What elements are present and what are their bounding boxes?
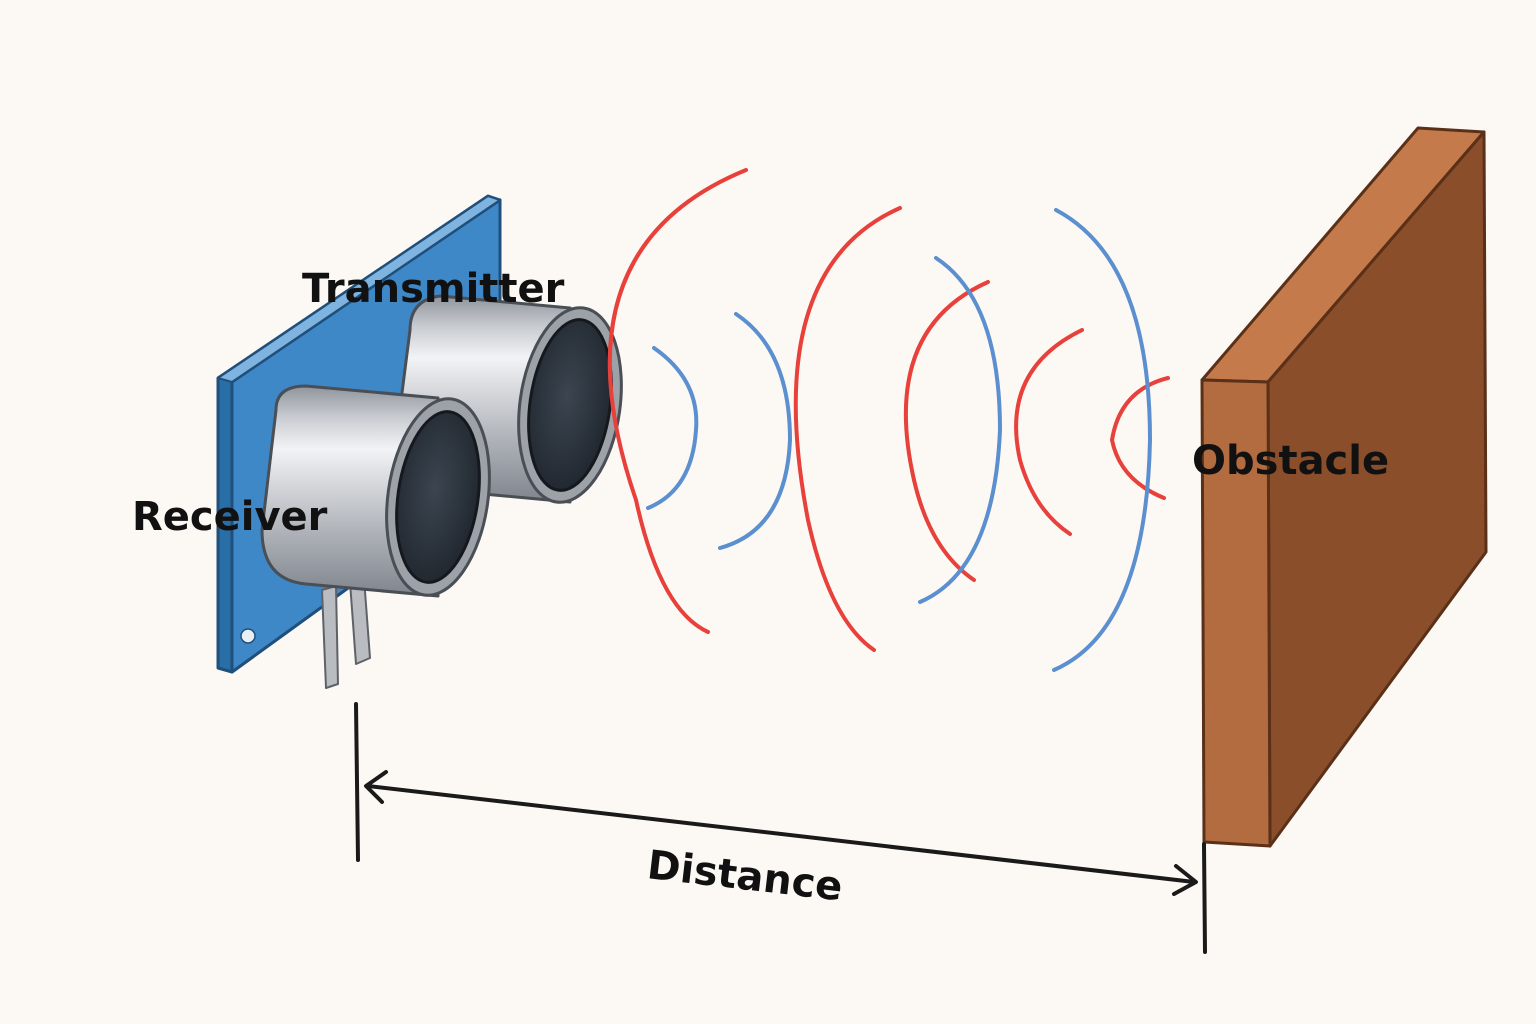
distance-indicator — [354, 702, 1207, 954]
reflected-wave-1 — [646, 346, 699, 510]
mounting-hole — [240, 628, 256, 644]
reflected-wave-2 — [718, 312, 793, 550]
receiver-cylinder — [260, 384, 491, 598]
distance-left-tick — [354, 702, 360, 862]
distance-arrow-line — [366, 784, 1196, 884]
reflected-waves — [646, 208, 1153, 672]
ultrasonic-sensor — [216, 194, 623, 689]
distance-arrowhead-right — [1172, 864, 1198, 896]
obstacle-block — [1200, 126, 1488, 848]
obstacle-label: Obstacle — [1192, 438, 1389, 484]
emitted-wave-1 — [607, 168, 748, 634]
distance-right-tick — [1202, 842, 1207, 954]
distance-arrowhead-left — [364, 770, 388, 804]
receiver-label: Receiver — [132, 494, 328, 540]
reflected-wave-3 — [918, 256, 1003, 604]
emitted-wave-2 — [793, 206, 902, 652]
emitted-waves — [607, 168, 1170, 652]
sensor-pins — [321, 577, 371, 689]
transmitter-label: Transmitter — [302, 266, 565, 312]
reflected-wave-4 — [1052, 208, 1153, 672]
emitted-wave-4 — [1014, 328, 1084, 536]
distance-label: Distance — [645, 842, 845, 910]
emitted-wave-3 — [903, 280, 990, 582]
emitted-wave-5 — [1109, 376, 1170, 500]
